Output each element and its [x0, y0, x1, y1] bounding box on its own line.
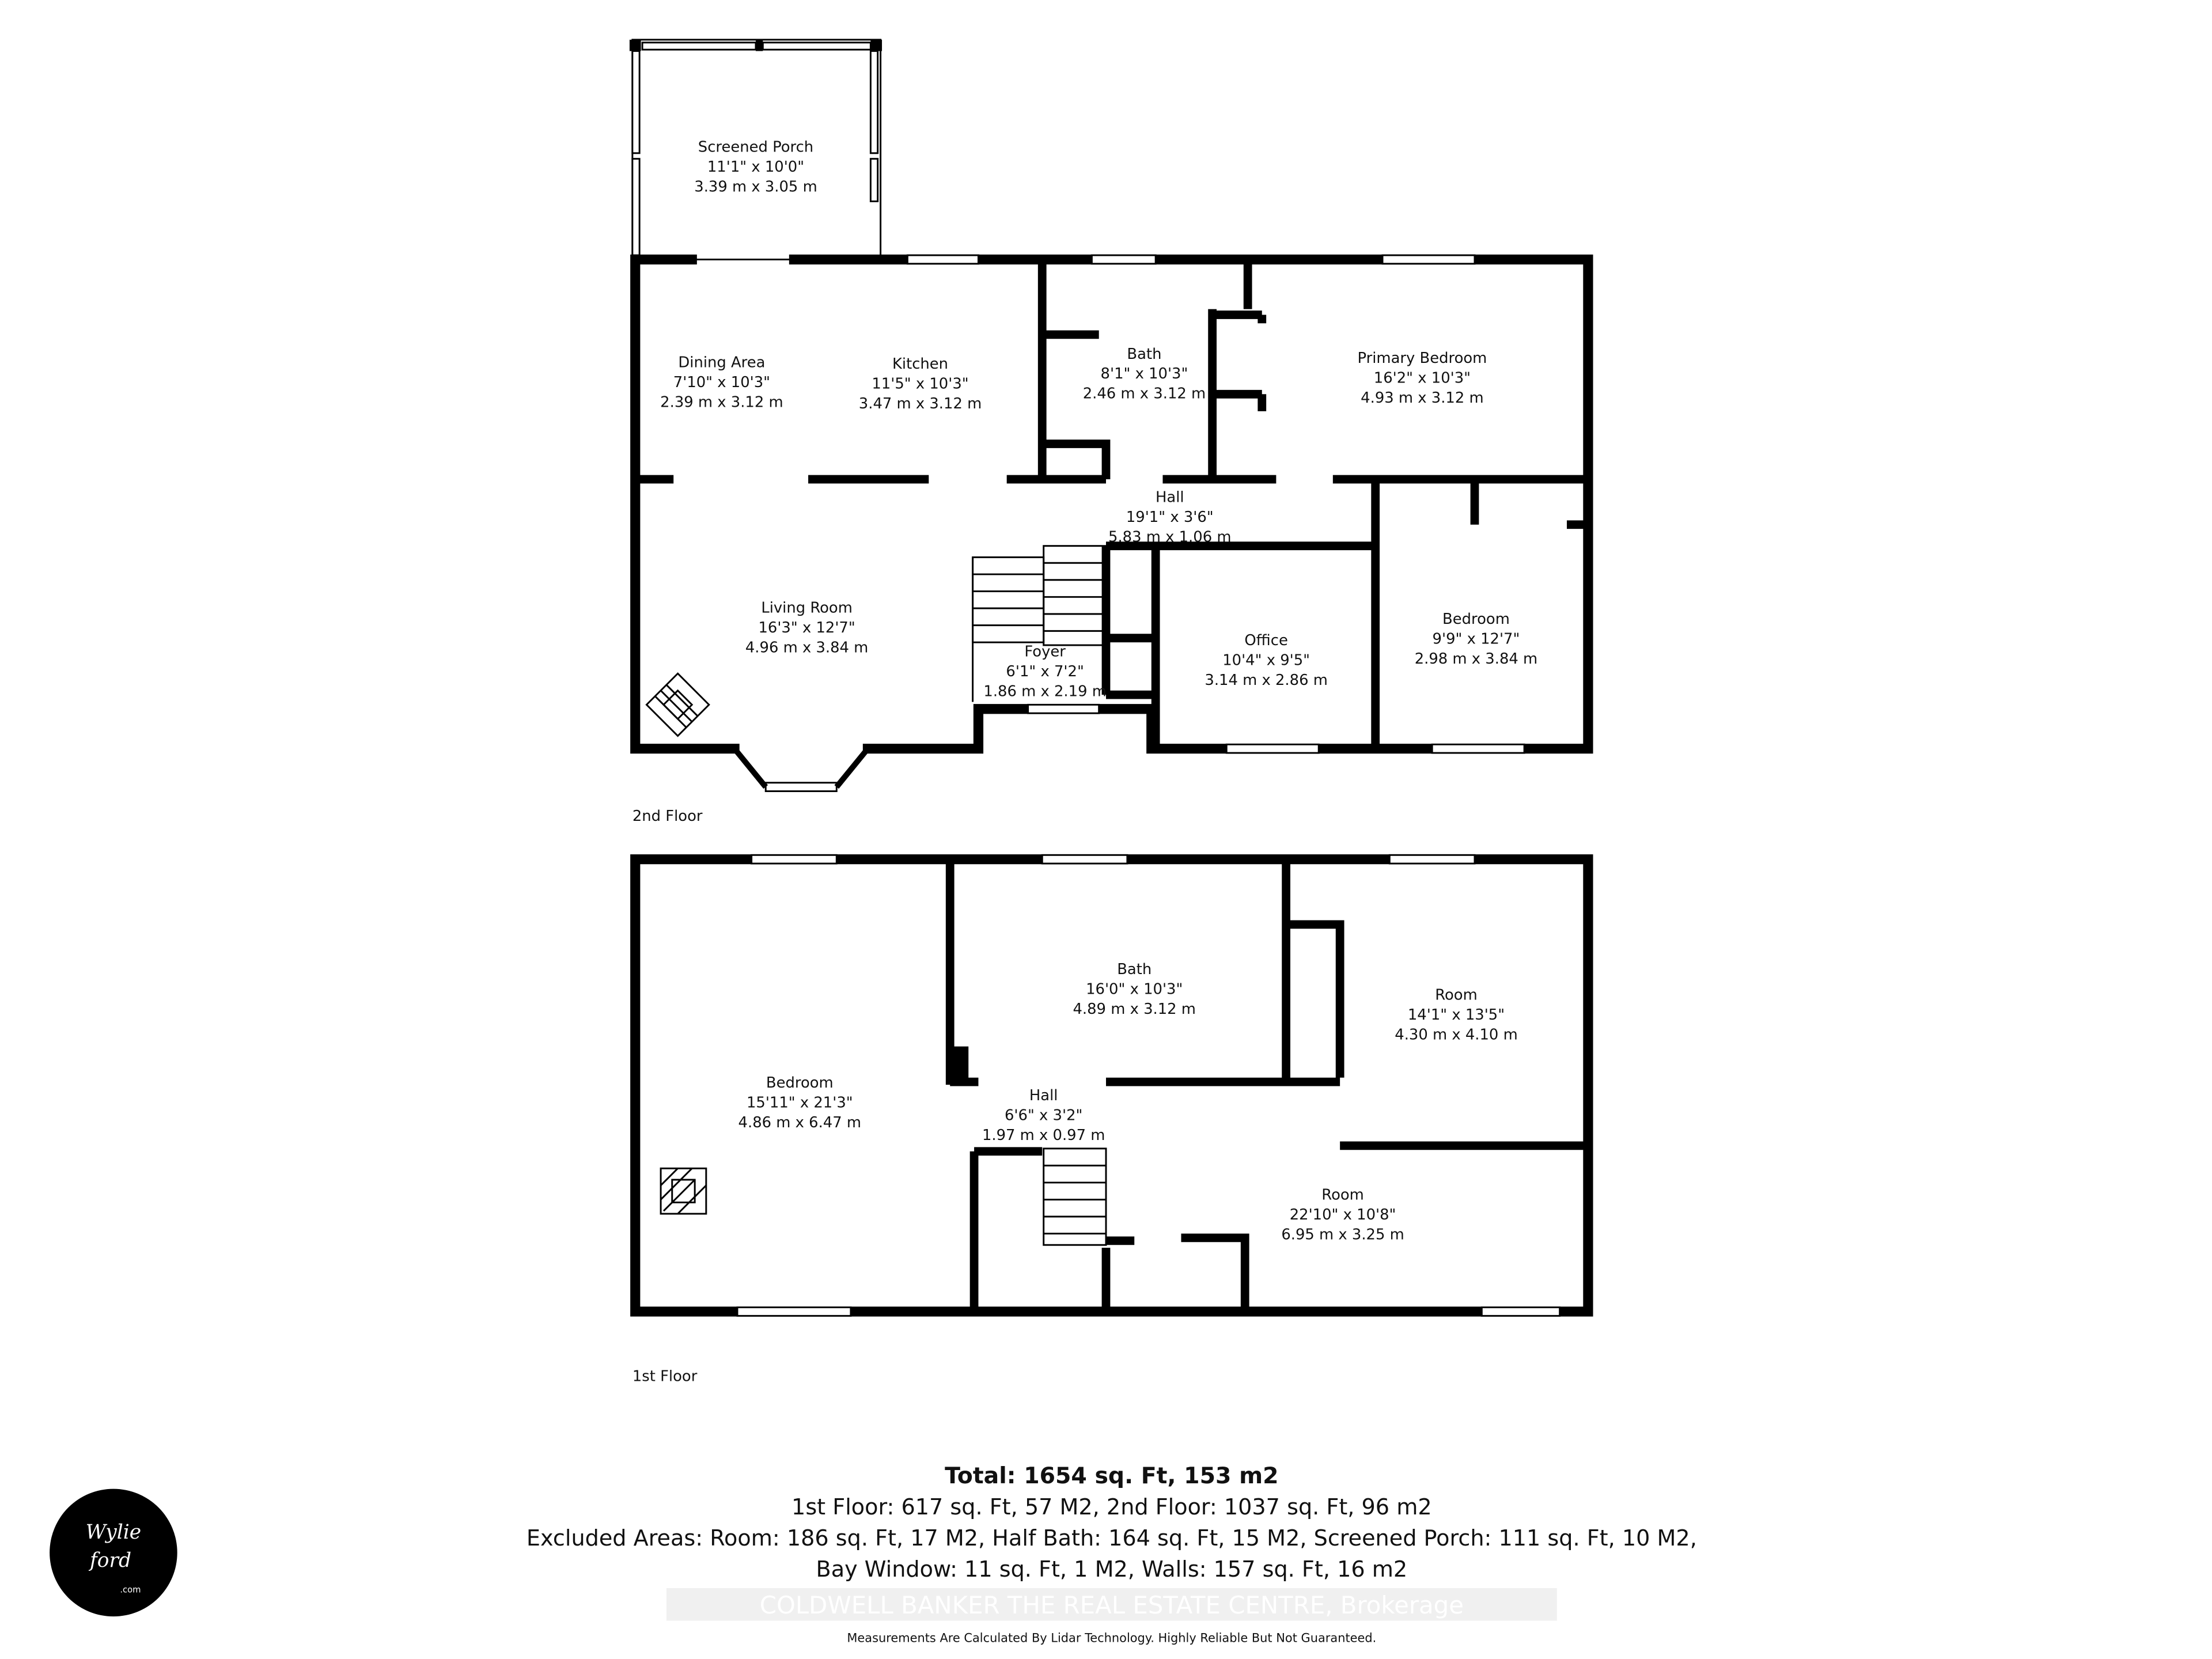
svg-text:Room: Room: [1435, 986, 1478, 1003]
svg-text:.com: .com: [120, 1585, 141, 1594]
svg-text:11'1" x 10'0": 11'1" x 10'0": [707, 158, 804, 176]
fireplace-icon: [660, 1167, 707, 1215]
first-floor-plan: [630, 854, 1593, 1317]
svg-text:16'3" x 12'7": 16'3" x 12'7": [758, 619, 855, 637]
room-label-bath: Bath 8'1" x 10'3" 2.46 m x 3.12 m: [1083, 346, 1206, 403]
svg-text:Office: Office: [1244, 632, 1287, 649]
floor-areas: 1st Floor: 617 sq. Ft, 57 M2, 2nd Floor:…: [791, 1494, 1432, 1520]
floor-label-2nd: 2nd Floor: [632, 808, 703, 825]
svg-text:3.14 m x 2.86 m: 3.14 m x 2.86 m: [1205, 672, 1327, 689]
svg-text:Bath: Bath: [1117, 961, 1152, 978]
svg-text:1.86 m x 2.19 m: 1.86 m x 2.19 m: [983, 683, 1106, 700]
svg-text:Room: Room: [1321, 1186, 1364, 1203]
brokerage-watermark: COLDWELL BANKER THE REAL ESTATE CENTRE, …: [760, 1591, 1464, 1619]
svg-text:16'0" x 10'3": 16'0" x 10'3": [1086, 981, 1183, 998]
svg-text:Dining Area: Dining Area: [678, 354, 765, 372]
fireplace-icon: [645, 672, 710, 737]
room-label-hall-1st: Hall 6'6" x 3'2" 1.97 m x 0.97 m: [982, 1087, 1105, 1144]
svg-text:15'11" x 21'3": 15'11" x 21'3": [747, 1094, 853, 1111]
wylie-ford-logo: Wylie ford .com: [50, 1488, 177, 1617]
svg-text:6'6" x 3'2": 6'6" x 3'2": [1005, 1107, 1082, 1124]
svg-text:Wylie: Wylie: [86, 1521, 142, 1544]
svg-text:4.30 m x 4.10 m: 4.30 m x 4.10 m: [1395, 1026, 1517, 1043]
svg-text:Kitchen: Kitchen: [892, 355, 948, 373]
floor-label-1st: 1st Floor: [632, 1368, 698, 1385]
room-label-hall: Hall 19'1" x 3'6" 5.83 m x 1.06 m: [1108, 488, 1231, 546]
area-summary: Total: 1654 sq. Ft, 153 m2 1st Floor: 61…: [527, 1463, 1697, 1645]
svg-text:4.89 m x 3.12 m: 4.89 m x 3.12 m: [1073, 1001, 1195, 1018]
room-label-room-1: Room 14'1" x 13'5" 4.30 m x 4.10 m: [1395, 986, 1517, 1043]
svg-text:5.83 m x 1.06 m: 5.83 m x 1.06 m: [1108, 528, 1231, 546]
svg-text:Bedroom: Bedroom: [1442, 611, 1510, 628]
svg-text:7'10" x 10'3": 7'10" x 10'3": [673, 374, 770, 391]
svg-text:3.47 m x 3.12 m: 3.47 m x 3.12 m: [859, 395, 982, 412]
svg-text:11'5" x 10'3": 11'5" x 10'3": [872, 375, 968, 392]
svg-text:Hall: Hall: [1156, 488, 1184, 506]
room-labels: Screened Porch 11'1" x 10'0" 3.39 m x 3.05…: [632, 138, 1537, 1385]
svg-text:2.98 m x 3.84 m: 2.98 m x 3.84 m: [1415, 650, 1537, 668]
svg-text:4.93 m x 3.12 m: 4.93 m x 3.12 m: [1361, 389, 1483, 407]
room-label-primary-bedroom: Primary Bedroom 16'2" x 10'3" 4.93 m x 3.1…: [1358, 350, 1487, 407]
room-label-foyer: Foyer 6'1" x 7'2" 1.86 m x 2.19 m: [983, 643, 1106, 700]
room-label-bedroom-1st: Bedroom 15'11" x 21'3" 4.86 m x 6.47 m: [738, 1074, 861, 1131]
excluded-areas-1: Excluded Areas: Room: 186 sq. Ft, 17 M2,…: [527, 1525, 1697, 1551]
svg-text:Hall: Hall: [1029, 1087, 1058, 1104]
svg-text:4.86 m x 6.47 m: 4.86 m x 6.47 m: [738, 1114, 861, 1131]
excluded-areas-2: Bay Window: 11 sq. Ft, 1 M2, Walls: 157 …: [816, 1556, 1408, 1582]
svg-text:1.97 m x 0.97 m: 1.97 m x 0.97 m: [982, 1127, 1105, 1144]
svg-text:19'1" x 3'6": 19'1" x 3'6": [1126, 509, 1214, 526]
disclaimer: Measurements Are Calculated By Lidar Tec…: [847, 1631, 1376, 1645]
room-label-screened-porch: Screened Porch 11'1" x 10'0" 3.39 m x 3.05…: [694, 138, 817, 195]
stairs-icon: [1043, 1147, 1107, 1246]
svg-text:10'4" x 9'5": 10'4" x 9'5": [1222, 652, 1310, 669]
svg-text:2.46 m x 3.12 m: 2.46 m x 3.12 m: [1083, 385, 1206, 403]
svg-text:8'1" x 10'3": 8'1" x 10'3": [1101, 365, 1188, 382]
svg-text:3.39 m x 3.05 m: 3.39 m x 3.05 m: [694, 178, 817, 195]
svg-text:Foyer: Foyer: [1024, 643, 1066, 661]
stairs-icon: [972, 545, 1107, 702]
room-label-living-room: Living Room 16'3" x 12'7" 4.96 m x 3.84 m: [745, 599, 868, 656]
second-floor-walls: [630, 254, 1593, 793]
svg-text:9'9" x 12'7": 9'9" x 12'7": [1433, 631, 1520, 648]
room-label-dining-area: Dining Area 7'10" x 10'3" 2.39 m x 3.12 m: [660, 354, 783, 411]
svg-text:6'1" x 7'2": 6'1" x 7'2": [1006, 663, 1084, 680]
room-label-kitchen: Kitchen 11'5" x 10'3" 3.47 m x 3.12 m: [859, 355, 982, 412]
svg-text:Living Room: Living Room: [761, 599, 853, 616]
svg-text:Screened Porch: Screened Porch: [698, 138, 813, 156]
total-area: Total: 1654 sq. Ft, 153 m2: [945, 1463, 1278, 1489]
room-label-office: Office 10'4" x 9'5" 3.14 m x 2.86 m: [1205, 632, 1327, 689]
room-label-bath-1st: Bath 16'0" x 10'3" 4.89 m x 3.12 m: [1073, 961, 1195, 1018]
svg-text:ford: ford: [88, 1549, 131, 1572]
svg-text:Bath: Bath: [1127, 346, 1161, 363]
svg-text:2.39 m x 3.12 m: 2.39 m x 3.12 m: [660, 393, 783, 411]
svg-text:4.96 m x 3.84 m: 4.96 m x 3.84 m: [745, 639, 868, 656]
second-floor-plan: [629, 39, 1593, 793]
svg-text:Bedroom: Bedroom: [766, 1074, 834, 1092]
svg-text:14'1" x 13'5": 14'1" x 13'5": [1408, 1006, 1505, 1024]
room-label-room-2: Room 22'10" x 10'8" 6.95 m x 3.25 m: [1281, 1186, 1404, 1243]
svg-text:Primary Bedroom: Primary Bedroom: [1358, 350, 1487, 367]
screened-porch-walls: [629, 39, 882, 260]
svg-text:22'10" x 10'8": 22'10" x 10'8": [1290, 1206, 1396, 1224]
room-label-bedroom: Bedroom 9'9" x 12'7" 2.98 m x 3.84 m: [1415, 611, 1537, 668]
svg-text:16'2" x 10'3": 16'2" x 10'3": [1374, 370, 1471, 387]
svg-text:6.95 m x 3.25 m: 6.95 m x 3.25 m: [1281, 1226, 1404, 1243]
